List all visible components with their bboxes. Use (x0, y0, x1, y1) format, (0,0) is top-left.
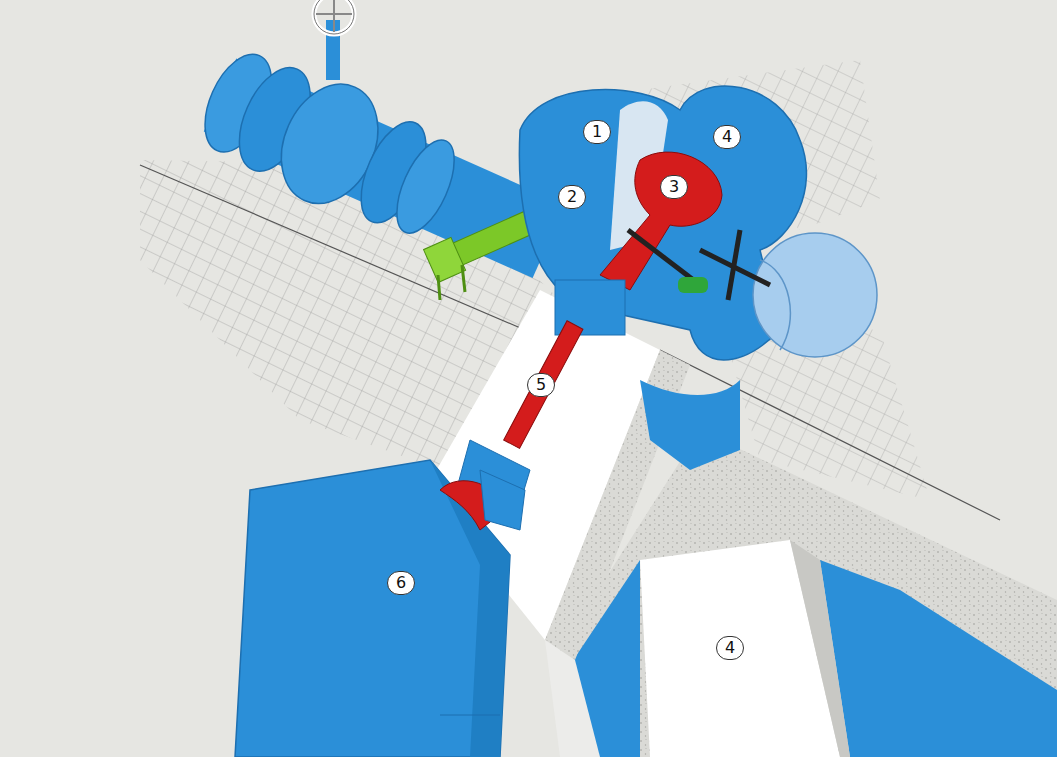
cover-line (760, 260, 790, 350)
callout-number: 3 (660, 175, 688, 199)
support-leg (438, 275, 440, 300)
motor (235, 460, 510, 757)
handwheel-rim (314, 0, 354, 34)
callout-number: 2 (558, 185, 586, 209)
handwheel (314, 0, 354, 34)
callout-number: 6 (387, 571, 415, 595)
handwheel-spoke (333, 0, 335, 32)
callout-number: 1 (583, 120, 611, 144)
pit-wall (545, 640, 600, 757)
handwheel-rim (314, 0, 354, 34)
impeller (600, 152, 722, 290)
strut (628, 230, 700, 285)
pipe-assembly (187, 35, 574, 298)
pump-outlet (640, 380, 740, 470)
seal-part (678, 277, 708, 293)
sump-wall (790, 540, 850, 757)
callout-number: 4 (713, 125, 741, 149)
water (820, 560, 1057, 757)
drive-shaft (504, 321, 583, 449)
strut (728, 230, 740, 300)
motor-line (440, 715, 500, 716)
callout-number: 5 (527, 373, 555, 397)
flange (385, 132, 466, 241)
shaft (504, 321, 583, 449)
bearing-block (424, 237, 466, 282)
suction-cover (753, 233, 877, 357)
support-leg (462, 265, 465, 292)
callout-number: 4 (716, 636, 744, 660)
motor-flange (480, 470, 525, 530)
